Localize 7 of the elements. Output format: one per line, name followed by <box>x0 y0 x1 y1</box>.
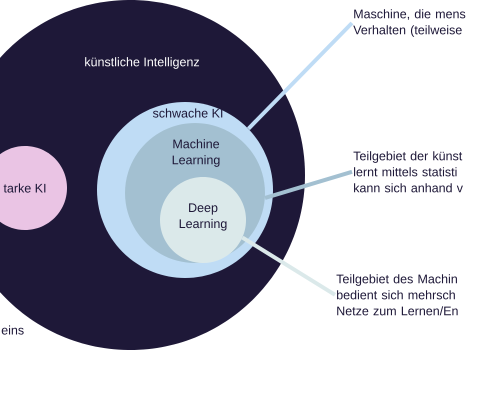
description-text: Maschine, die mens Verhalten (teilweise <box>353 9 466 37</box>
description-text: Teilgebiet der künst lernt mittels statisti kann sich anhand v <box>353 151 463 192</box>
leader-line <box>264 170 353 200</box>
leader-line <box>241 236 336 296</box>
leader-line <box>247 22 354 130</box>
text-label: eins <box>2 325 24 335</box>
description-text: Teilgebiet des Machin bedient sich mehrsch Netze zum Lernen/En <box>336 274 458 316</box>
